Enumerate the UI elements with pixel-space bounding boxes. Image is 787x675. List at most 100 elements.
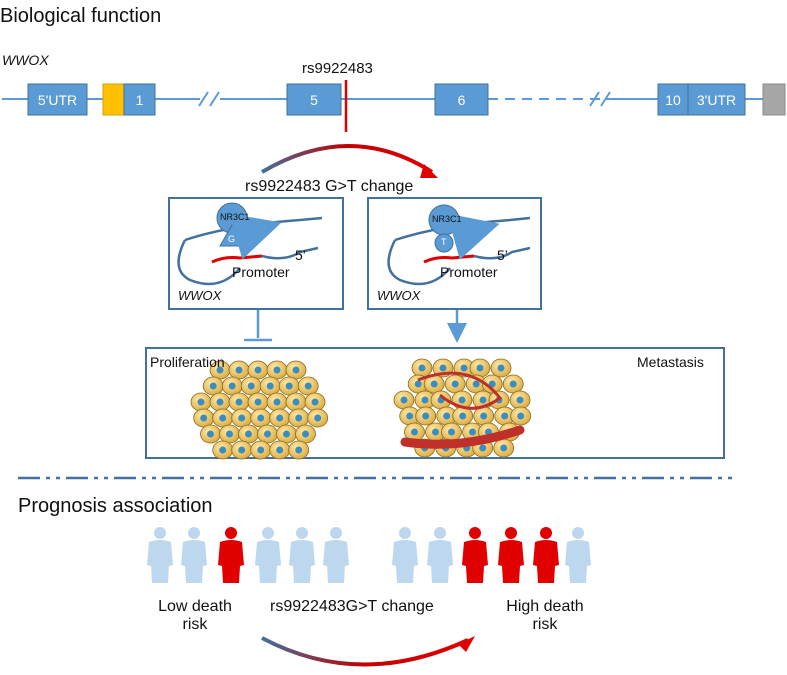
tumor-cell bbox=[415, 406, 437, 426]
tumor-cell bbox=[493, 438, 515, 458]
exon-1-box bbox=[123, 83, 156, 116]
right-panel-graphics bbox=[387, 204, 531, 286]
proliferation-cells bbox=[190, 360, 329, 460]
tumor-cell bbox=[404, 422, 425, 442]
tumor-cell bbox=[411, 358, 433, 378]
tumor-cell bbox=[297, 376, 319, 396]
top-curved-arrow bbox=[260, 144, 434, 174]
metastasis-cells bbox=[393, 358, 532, 458]
tumor-cell bbox=[202, 376, 224, 396]
left-five-prime: 5’ bbox=[295, 247, 306, 263]
person-icon bbox=[323, 527, 349, 583]
proliferation-label: Proliferation bbox=[150, 354, 225, 370]
low-risk-label: Low death risk bbox=[158, 598, 232, 633]
person-icon bbox=[255, 527, 281, 583]
tumor-cell bbox=[209, 392, 231, 412]
tumor-cell bbox=[221, 376, 243, 396]
high-risk-people bbox=[392, 527, 591, 583]
change-label: rs9922483 G>T change bbox=[245, 178, 414, 195]
exon-gray-box bbox=[762, 83, 786, 116]
left-mechanism-panel bbox=[168, 197, 344, 310]
tumor-cell bbox=[510, 406, 532, 426]
person-icon bbox=[498, 527, 524, 583]
right-gene-label: WWOX bbox=[377, 288, 421, 303]
left-gene-label: WWOX bbox=[178, 288, 222, 303]
tumor-cell bbox=[247, 360, 269, 380]
section-title-biological-function: Biological function bbox=[0, 5, 162, 27]
tumor-cell bbox=[452, 406, 474, 426]
exon-10: 10 bbox=[665, 91, 681, 108]
blood-vessel bbox=[400, 425, 525, 449]
tumor-cell bbox=[200, 424, 221, 444]
person-icon bbox=[289, 527, 315, 583]
exon-5-box bbox=[286, 83, 342, 116]
left-panel-graphics bbox=[177, 202, 323, 286]
tumor-cell bbox=[502, 374, 524, 394]
right-five-prime: 5’ bbox=[497, 247, 508, 263]
left-protein-label: NR3C1 bbox=[220, 212, 250, 222]
high-risk-label: High death risk bbox=[506, 598, 584, 633]
tumor-cell bbox=[238, 424, 259, 444]
tumor-cell bbox=[250, 440, 272, 460]
tumor-cell bbox=[276, 424, 297, 444]
section-title-prognosis: Prognosis association bbox=[18, 495, 213, 517]
tumor-cell bbox=[285, 360, 307, 380]
bottom-curved-arrow bbox=[261, 636, 469, 667]
person-icon bbox=[462, 527, 488, 583]
tumor-cell bbox=[288, 408, 310, 428]
tumor-cell bbox=[285, 392, 307, 412]
tumor-cell bbox=[269, 440, 291, 460]
tumor-cell bbox=[219, 424, 240, 444]
person-icon bbox=[565, 527, 591, 583]
tumor-cell bbox=[259, 376, 281, 396]
exon-5: 5 bbox=[310, 91, 318, 108]
person-icon bbox=[181, 527, 207, 583]
right-promoter-label: Promoter bbox=[440, 264, 498, 280]
left-allele-label: G bbox=[228, 234, 236, 244]
tumor-cell bbox=[212, 408, 234, 428]
tumor-cell bbox=[266, 392, 288, 412]
tumor-cell bbox=[269, 408, 291, 428]
tumor-cell bbox=[228, 392, 250, 412]
tumor-cell bbox=[490, 358, 512, 378]
exon-3utr-box bbox=[687, 83, 746, 116]
tumor-cell bbox=[288, 440, 310, 460]
exon-yellow-box bbox=[102, 83, 125, 116]
tumor-cell bbox=[304, 392, 326, 412]
tumor-cell bbox=[469, 358, 491, 378]
prognosis-change-label: rs9922483G>T change bbox=[270, 598, 434, 615]
tumor-cell bbox=[190, 392, 212, 412]
tumor-cell bbox=[212, 440, 234, 460]
tumor-cell bbox=[228, 360, 250, 380]
right-allele-label: T bbox=[441, 237, 447, 247]
person-icon bbox=[218, 527, 244, 583]
person-icon bbox=[533, 527, 559, 583]
tumor-cell bbox=[444, 374, 466, 394]
person-icon bbox=[147, 527, 173, 583]
tumor-cell bbox=[266, 360, 288, 380]
left-promoter-label: Promoter bbox=[232, 264, 290, 280]
right-mechanism-panel bbox=[367, 197, 542, 310]
exon-5utr: 5'UTR bbox=[37, 91, 78, 108]
tumor-cell bbox=[209, 360, 231, 380]
exon-6-box bbox=[434, 83, 489, 116]
tumor-cell bbox=[247, 392, 269, 412]
exon-5utr-box bbox=[27, 83, 88, 116]
person-icon bbox=[392, 527, 418, 583]
gene-break-marks bbox=[198, 91, 611, 107]
metastasis-label: Metastasis bbox=[637, 354, 704, 370]
tumor-cell bbox=[473, 406, 495, 426]
tumor-cell bbox=[441, 422, 462, 442]
tumor-cell bbox=[240, 376, 262, 396]
exon-3utr: 3'UTR bbox=[696, 91, 737, 108]
tumor-cell bbox=[231, 408, 253, 428]
right-protein-label: NR3C1 bbox=[432, 214, 462, 224]
low-risk-people bbox=[147, 527, 349, 583]
tumor-cell bbox=[231, 440, 253, 460]
person-icon bbox=[427, 527, 453, 583]
tumor-cell bbox=[307, 408, 329, 428]
tumor-cell bbox=[393, 390, 415, 410]
tumor-cell bbox=[250, 408, 272, 428]
tumor-cell bbox=[295, 424, 316, 444]
